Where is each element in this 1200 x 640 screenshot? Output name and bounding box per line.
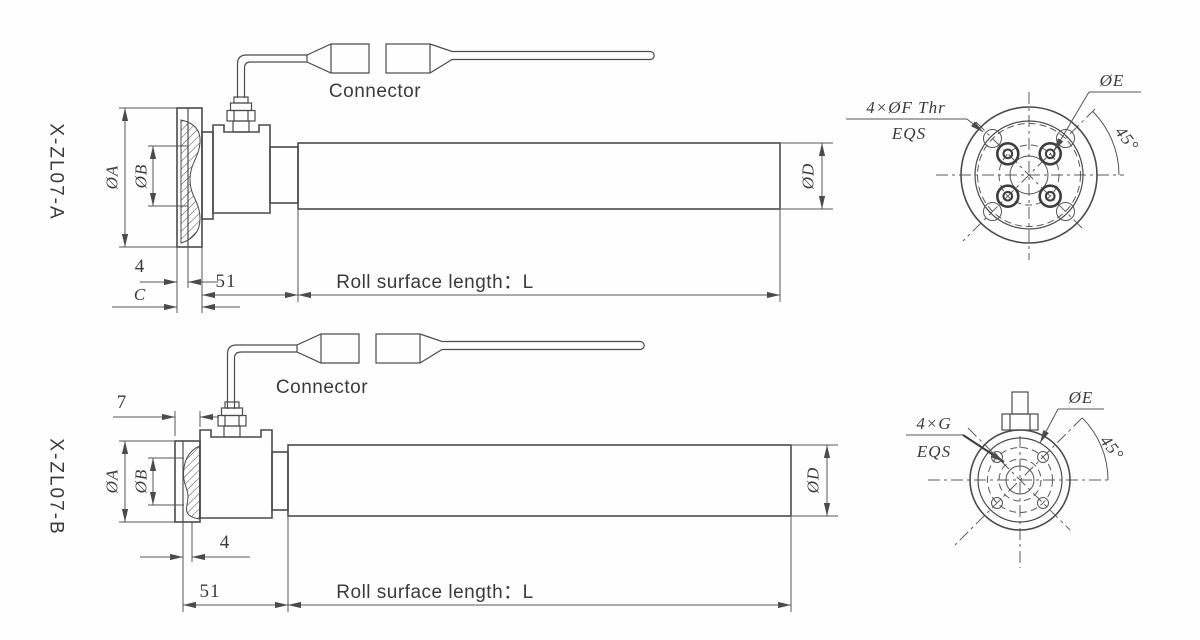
dimensions-b: 7 ØA ØB ØD 4 51 Roll surface length：L: [103, 392, 838, 612]
flange-outline-b: [969, 429, 1071, 531]
roll-body-a: [297, 142, 781, 210]
side-view-b: X-ZL07-B Connector: [46, 333, 838, 612]
housing-a: [212, 124, 271, 214]
connector-plug-right-a: [385, 43, 431, 74]
connector-plug-left-b: [296, 333, 360, 364]
section-hatch-a: [180, 119, 201, 244]
dim-7-b: 7: [117, 392, 128, 413]
connector-label-b: Connector: [276, 377, 368, 398]
part-label-a: X-ZL07-A: [46, 123, 67, 220]
end-view-b: 4×G EQS ØE 45°: [906, 388, 1128, 568]
dim-roll-length-a: Roll surface length：L: [336, 272, 533, 293]
flange-outline-a: [960, 106, 1098, 244]
step-block-a: [201, 131, 214, 220]
dimensions-a: ØA ØB ØD 4 C 51 Roll surface length：L: [103, 107, 833, 313]
holes-note-line1-b: 4×G: [916, 414, 951, 433]
cable-tip-a: [649, 50, 655, 61]
connector-label-a: Connector: [329, 81, 421, 102]
body-b: [174, 401, 792, 523]
dim-phiD-b: ØD: [804, 467, 823, 495]
stem-b: [1001, 391, 1039, 431]
screw-holes-b: [991, 451, 1049, 509]
end-view-a: 4×ØF Thr EQS ØE 45°: [846, 71, 1143, 260]
angle-arc-a: [1092, 111, 1120, 176]
dim-phiB-a: ØB: [132, 164, 151, 190]
angle-label-b: 45°: [1096, 432, 1127, 465]
bolt-circle-a: [977, 123, 1081, 227]
dim-phiA-b: ØA: [103, 469, 122, 495]
side-view-a: X-ZL07-A Connector: [46, 43, 833, 313]
center-bore-a: [1009, 155, 1049, 195]
housing-b: [199, 429, 273, 519]
connector-plug-right-b: [375, 333, 421, 364]
cable-a: [236, 43, 655, 98]
holes-note-line1-a: 4×ØF Thr: [866, 98, 945, 117]
dim-C-a: C: [134, 285, 146, 304]
neck-a: [269, 146, 299, 204]
cable-tip-b: [639, 340, 645, 351]
bolt-circle-b: [987, 447, 1053, 513]
holes-note-line2-a: EQS: [891, 124, 926, 143]
roll-body-b: [287, 444, 792, 517]
dim-roll-length-b: Roll surface length：L: [336, 582, 533, 603]
connector-pins-a: [995, 142, 1062, 208]
dim-51-b: 51: [200, 581, 221, 602]
cable-b: [226, 333, 645, 409]
neck-b: [271, 451, 289, 511]
dim-phiD-a: ØD: [799, 163, 818, 191]
pin-dia-label-b: ØE: [1068, 388, 1094, 407]
dim-4-b: 4: [220, 532, 231, 553]
pin-dia-label-a: ØE: [1099, 71, 1125, 90]
cable-gland-a: [226, 96, 256, 133]
center-bore-b: [1005, 465, 1035, 495]
dim-51-a: 51: [216, 271, 237, 292]
holes-note-line2-b: EQS: [916, 442, 951, 461]
angle-arc-b: [1081, 417, 1109, 481]
part-label-b: X-ZL07-B: [46, 438, 67, 535]
dim-phiB-b: ØB: [132, 469, 151, 495]
section-hatch-b: [182, 445, 200, 520]
pin-circle-a: [998, 144, 1060, 206]
connector-plug-left-a: [306, 43, 370, 74]
body-a: [176, 96, 781, 248]
cable-gland-b: [217, 401, 247, 438]
dim-4-a: 4: [135, 256, 146, 277]
dim-phiA-a: ØA: [103, 165, 122, 191]
